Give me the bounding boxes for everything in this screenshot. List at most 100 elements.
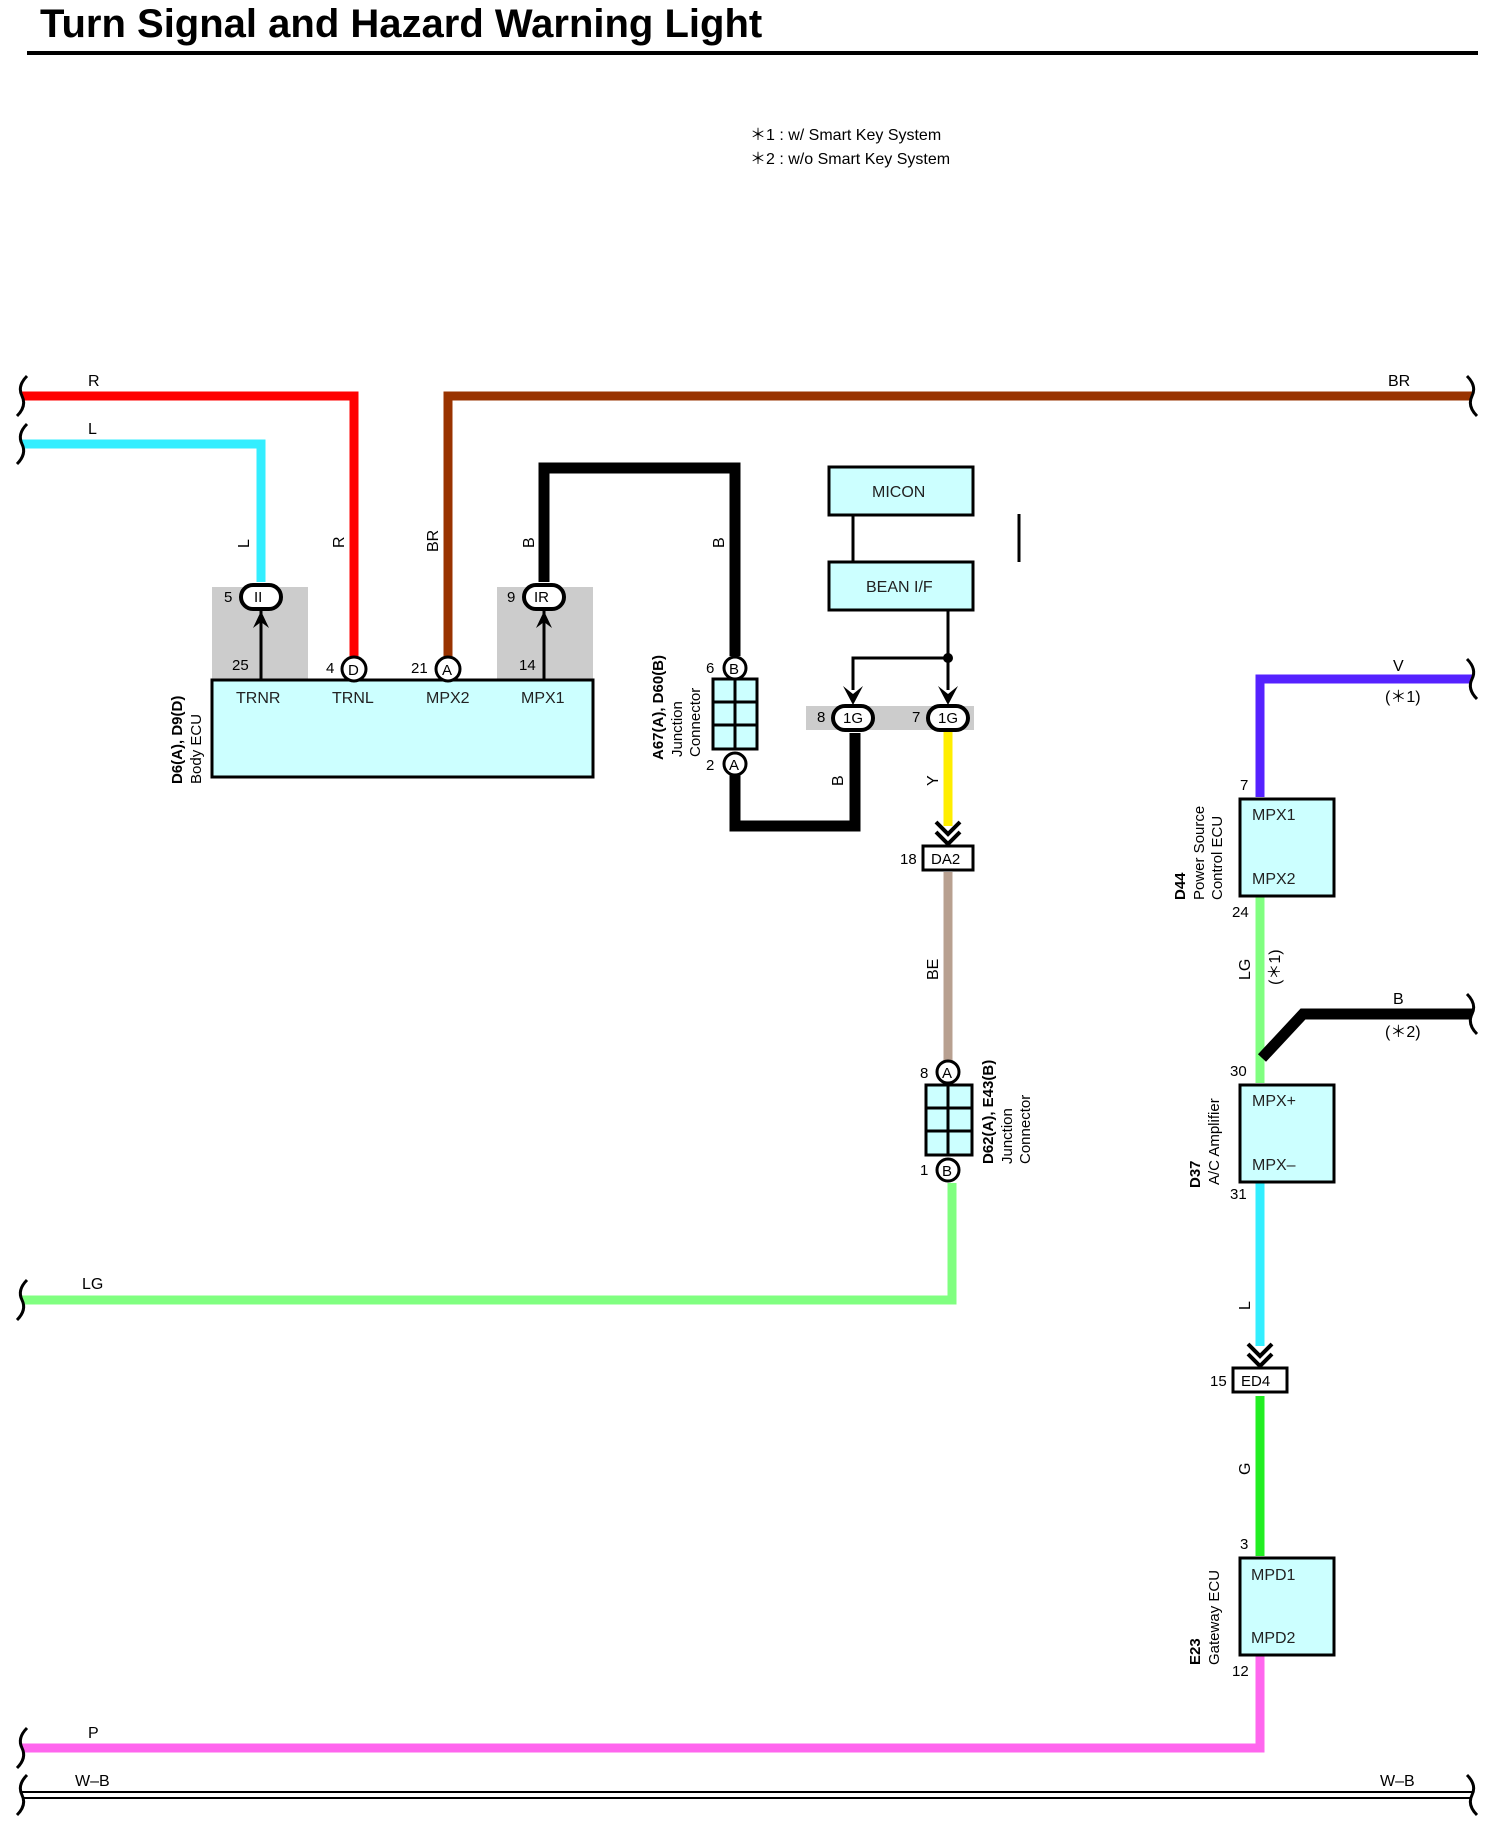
d44-name-1: Power Source (1191, 806, 1208, 900)
conn-1g-left-label: 1G (843, 710, 863, 727)
junction-1-name-1: Junction (669, 701, 686, 757)
title-rule (27, 51, 1478, 55)
conn-da2 (921, 844, 975, 872)
label-b-vert-2: B (711, 537, 728, 548)
body-ecu-code: D6(A), D9(D) (169, 696, 186, 784)
conn-ir-pin: 9 (507, 589, 515, 606)
d37-code: D37 (1187, 1160, 1204, 1188)
conn-da2-label: DA2 (931, 851, 960, 868)
conn-1g-left (831, 704, 875, 732)
label-l-vert: L (236, 539, 253, 548)
e23-pin-3: 3 (1240, 1536, 1248, 1553)
body-ecu-conn-a-label: A (442, 662, 452, 679)
wire-b-bottom (729, 733, 861, 832)
label-b-vert-1: B (521, 537, 538, 548)
e23-box (1238, 1556, 1336, 1657)
junction-2-pin-1: 1 (920, 1162, 928, 1179)
label-wb-left: W–B (75, 1773, 110, 1790)
brace-left-p (15, 1726, 29, 1770)
junction-2-name-1: Junction (999, 1108, 1016, 1164)
wire-l (22, 439, 266, 582)
wire-lg-left (22, 1183, 957, 1305)
d44-name-2: Control ECU (1209, 816, 1226, 900)
wire-br (443, 391, 1472, 661)
junction-2-conn-a (935, 1059, 961, 1085)
d44-pin-7: 7 (1240, 777, 1248, 794)
body-ecu-pin-14: 14 (519, 657, 536, 674)
conn-ii-pin: 5 (224, 589, 232, 606)
junction-2-conn-b (935, 1157, 961, 1183)
d44-box (1238, 797, 1336, 898)
label-b-right: B (1393, 991, 1404, 1008)
d44-terminal-mpx2: MPX2 (1252, 871, 1296, 888)
arrow-ir (536, 611, 552, 628)
junction-2-code: D62(A), E43(B) (980, 1060, 997, 1164)
junction-1-grid (713, 679, 757, 749)
label-br: BR (1388, 373, 1410, 390)
e23-pin-12: 12 (1232, 1663, 1249, 1680)
bean-if-box (827, 560, 975, 612)
note-1: ＊1 : w/ Smart Key System (750, 127, 941, 144)
label-r-vert: R (331, 536, 348, 548)
junction-1-pin-2: 2 (706, 757, 714, 774)
conn-1g-pin-8: 8 (817, 709, 825, 726)
conn-1g-right (926, 704, 970, 732)
label-br-vert: BR (425, 530, 442, 552)
junction-2-conn-b-label: B (942, 1163, 952, 1180)
wire-r (22, 391, 359, 661)
bean-if-label: BEAN I/F (866, 579, 933, 596)
wire-v (1255, 674, 1472, 797)
conn-ii-label: II (254, 589, 262, 606)
conn-ir-label: IR (534, 589, 549, 606)
d37-terminal-mpx-minus: MPX– (1252, 1157, 1296, 1174)
junction-1-conn-b-label: B (729, 661, 739, 678)
brace-right-b (1465, 992, 1479, 1036)
junction-1-code: A67(A), D60(B) (650, 655, 667, 760)
label-wb-right: W–B (1380, 1773, 1415, 1790)
body-ecu-conn-d-label: D (348, 662, 359, 679)
junction-1-pin-6: 6 (706, 660, 714, 677)
brace-left-l (15, 422, 29, 466)
arrow-ii (253, 611, 269, 628)
body-ecu-terminal-trnr: TRNR (236, 690, 280, 707)
brace-right-br (1465, 374, 1479, 418)
micon-label: MICON (872, 484, 925, 501)
label-y-vert: Y (925, 775, 942, 786)
d37-name: A/C Amplifier (1206, 1098, 1223, 1185)
junction-1-conn-a-label: A (729, 757, 739, 774)
label-p: P (88, 1725, 99, 1742)
conn-ii (239, 583, 283, 611)
body-ecu-terminal-mpx2: MPX2 (426, 690, 470, 707)
e23-code: E23 (1187, 1638, 1204, 1665)
body-ecu-terminal-mpx1: MPX1 (521, 690, 565, 707)
d37-terminal-mpx-plus: MPX+ (1252, 1093, 1296, 1110)
label-l-vert-right: L (1237, 1301, 1254, 1310)
body-ecu-conn-d (340, 655, 368, 683)
label-v: V (1393, 658, 1404, 675)
label-lg: LG (82, 1276, 103, 1293)
body-ecu-pin-25: 25 (232, 657, 249, 674)
label-b-qual: (＊2) (1385, 1024, 1421, 1041)
conn-1g-pin-7: 7 (912, 709, 920, 726)
wire-p (22, 1656, 1265, 1753)
junction-2-conn-a-label: A (942, 1065, 952, 1082)
junction-2-pin-8: 8 (920, 1065, 928, 1082)
conn-ed4-label: ED4 (1241, 1373, 1270, 1390)
conn-ed4 (1231, 1366, 1289, 1394)
junction-1-conn-a (722, 751, 748, 777)
body-ecu-pin-4: 4 (326, 660, 334, 677)
d37-pin-30: 30 (1230, 1063, 1247, 1080)
body-ecu-pin-21: 21 (411, 660, 428, 677)
conn-da2-pin: 18 (900, 851, 917, 868)
label-l: L (88, 421, 97, 438)
arrow-ed4 (1246, 1342, 1274, 1369)
note-2: ＊2 : w/o Smart Key System (750, 151, 950, 168)
arrow-da2 (934, 820, 962, 847)
conn-ir (522, 583, 566, 611)
junction-2-name-2: Connector (1017, 1095, 1034, 1164)
brace-left-r (15, 374, 29, 418)
label-r: R (88, 373, 100, 390)
brace-right-v (1465, 657, 1479, 701)
label-be-vert: BE (925, 959, 942, 980)
arrow-1g-left (843, 686, 863, 705)
